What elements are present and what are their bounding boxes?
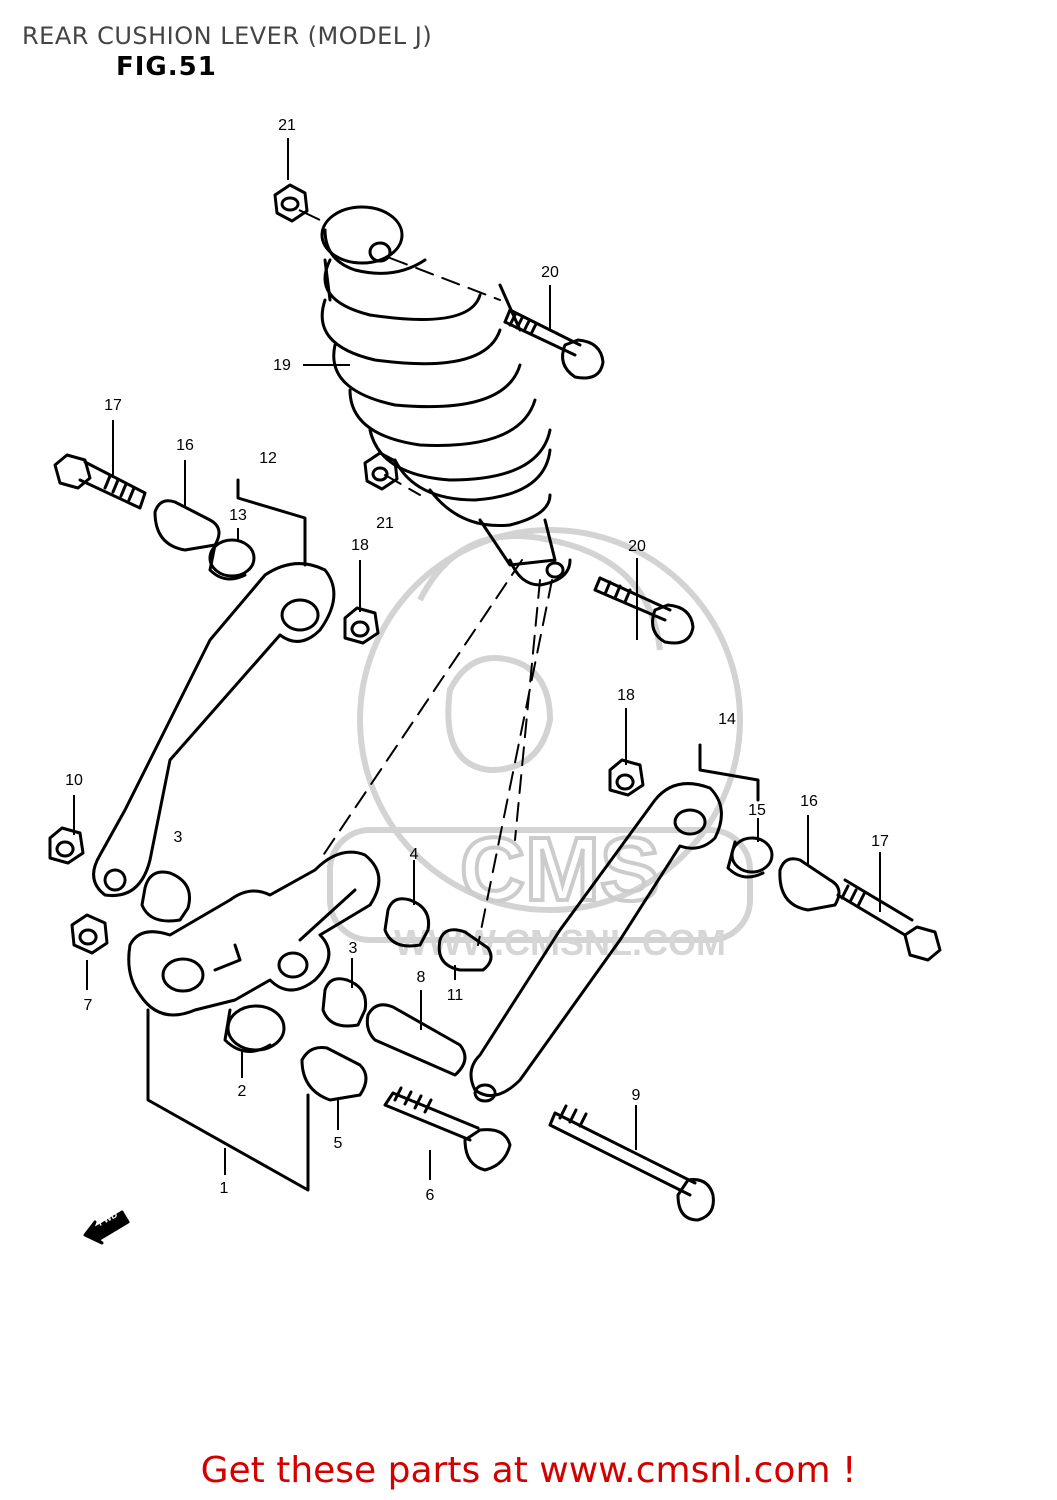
bracket-12	[236, 478, 307, 567]
callout-13: 13	[229, 507, 247, 524]
bolt-20-top	[503, 308, 605, 380]
callout-1: 1	[220, 1180, 229, 1197]
callout-14: 14	[718, 711, 736, 728]
callout-3-lower: 3	[349, 940, 358, 957]
bearing-3-lower	[321, 977, 368, 1028]
callout-21-top: 21	[278, 117, 296, 134]
cushion-lever-1	[127, 850, 381, 1017]
bolt-17-left	[53, 453, 147, 510]
callout-21-mid: 21	[376, 515, 394, 532]
callout-17-right: 17	[871, 833, 889, 850]
nut-18-left	[343, 606, 380, 645]
callout-5: 5	[334, 1135, 343, 1152]
cushion-rod-14	[469, 782, 723, 1103]
bolt-6	[383, 1086, 512, 1172]
callout-9: 9	[632, 1087, 641, 1104]
spacer-11	[437, 928, 493, 972]
get-parts-link[interactable]: Get these parts at www.cmsnl.com !	[200, 1450, 857, 1491]
spacer-16-right	[778, 857, 841, 912]
callout-7: 7	[84, 997, 93, 1014]
callout-11: 11	[447, 987, 464, 1004]
bracket-14	[698, 743, 760, 802]
bearing-2	[223, 1004, 286, 1053]
spacer-5	[300, 1046, 368, 1102]
spacer-8	[365, 1003, 467, 1077]
callout-8: 8	[417, 969, 426, 986]
page-title: REAR CUSHION LEVER (MODEL J)	[22, 22, 433, 50]
bolt-17-right	[836, 878, 942, 962]
callout-6: 6	[426, 1187, 435, 1204]
bracket-1	[146, 1008, 310, 1192]
callout-18-right: 18	[617, 687, 635, 704]
bolt-9	[548, 1104, 715, 1222]
cushion-rod-12	[92, 562, 336, 898]
callout-12: 12	[259, 450, 277, 467]
figure-number: FIG.51	[116, 52, 217, 82]
fwd-arrow-icon	[83, 1210, 130, 1245]
bearing-15	[726, 836, 774, 879]
bolt-20-lower	[593, 576, 695, 645]
nut-7	[70, 913, 109, 955]
callout-4: 4	[410, 846, 419, 863]
nut-18-right	[608, 758, 645, 797]
nut-21-top	[273, 183, 309, 223]
bearing-4	[383, 897, 431, 948]
callout-15: 15	[748, 802, 766, 819]
bearing-3-upper	[140, 870, 191, 923]
callout-10: 10	[65, 772, 83, 789]
callout-20-lower: 20	[628, 538, 646, 555]
callout-16-right: 16	[800, 793, 818, 810]
callout-18-left: 18	[351, 537, 369, 554]
callout-20-top: 20	[541, 264, 559, 281]
callout-2: 2	[238, 1083, 247, 1100]
callout-17-left: 17	[104, 397, 122, 414]
bearing-13	[208, 538, 256, 581]
dashed-leaders	[319, 257, 553, 946]
callout-19: 19	[273, 357, 291, 374]
nut-10	[48, 826, 85, 865]
callout-16-left: 16	[176, 437, 194, 454]
nut-21-mid	[363, 451, 399, 491]
callout-3-upper: 3	[174, 829, 183, 846]
spacer-16-left	[153, 499, 221, 552]
